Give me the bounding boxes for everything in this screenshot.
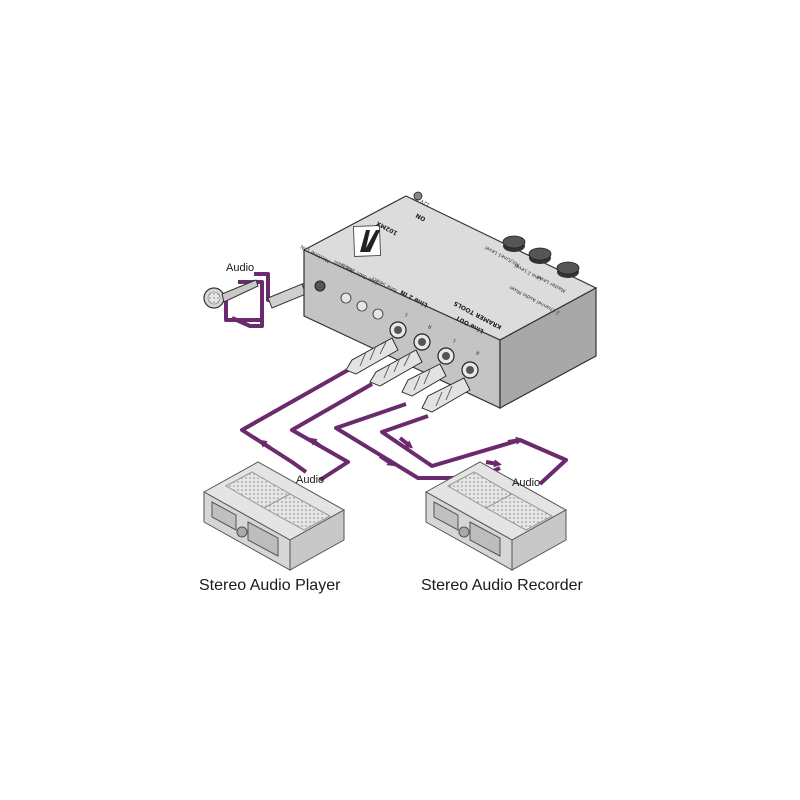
lr-label-1: L [403, 311, 408, 318]
recorder-arrow-right-2 [507, 436, 524, 445]
recorder-caption: Stereo Audio Recorder [421, 577, 584, 594]
player-caption: Stereo Audio Player [199, 577, 341, 594]
recorder-arrow-left-2 [485, 459, 502, 468]
cables [224, 272, 568, 486]
rca-plug-1 [345, 337, 399, 375]
player-audio-label: Audio [296, 474, 324, 486]
rca-plug-3 [401, 363, 447, 397]
rca-plug-4 [421, 377, 471, 413]
kramer-logo [353, 225, 381, 257]
recorder-audio-label: Audio [512, 477, 540, 489]
lr-label-3: L [451, 337, 456, 344]
mic-audio-label: Audio [226, 262, 254, 274]
mic-cable-to-jack [231, 290, 264, 328]
player-arrow-left [258, 439, 272, 450]
rca-jacks [389, 321, 479, 379]
mixer-side [499, 286, 597, 410]
power-jack-icon [413, 191, 423, 201]
recorder-cable-right [380, 414, 568, 486]
power-label: ON [415, 211, 427, 222]
player-arrow-right [308, 437, 322, 448]
audio-mixer: 102MX ON 12V DC 2 Channel Audio Mixer KR… [300, 191, 598, 410]
player-cable-left [240, 368, 349, 474]
lr-label-4: R [475, 348, 481, 355]
player-cable-right [290, 382, 373, 482]
recorder-arrow-left [378, 454, 396, 467]
recorder-arrow-right [398, 436, 414, 449]
rca-plugs [345, 337, 471, 413]
rca-plug-2 [369, 349, 423, 387]
front-buttons [340, 292, 384, 320]
stereo-audio-player-icon [202, 461, 346, 571]
lr-label-2: R [427, 322, 433, 329]
mic-jack-icon [314, 280, 326, 292]
knob-icon [502, 235, 580, 278]
microphone-icon [203, 279, 259, 309]
stereo-audio-recorder-icon [424, 461, 568, 571]
